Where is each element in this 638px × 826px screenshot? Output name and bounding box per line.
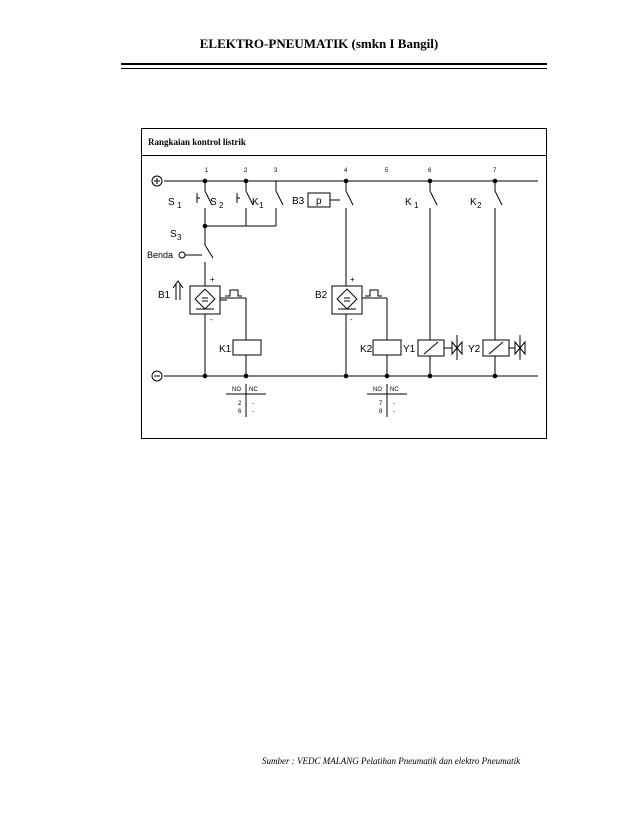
table1-cell: - (252, 409, 254, 415)
column-number: 6 (428, 168, 432, 174)
positive-terminal (151, 175, 163, 187)
switch-s2 (236, 181, 254, 226)
table1-head-nc: NC (249, 387, 258, 393)
solenoid-y1 (417, 335, 463, 376)
table2-cell: 8 (379, 409, 383, 415)
label-b2-minus: - (350, 315, 353, 324)
label-b1-minus: - (210, 315, 213, 324)
sensor-b2 (331, 285, 388, 376)
column-number: 2 (244, 168, 248, 174)
column-number: 3 (274, 168, 278, 174)
switch-s3 (178, 244, 214, 286)
column-number: 5 (385, 168, 389, 174)
diagram-frame (141, 128, 547, 439)
header-rule-thick (121, 63, 547, 65)
table2-cell: 7 (379, 401, 383, 407)
label-k2-sub: 2 (477, 201, 482, 210)
pressure-switch-b3 (307, 181, 354, 286)
label-p: p (316, 196, 322, 207)
label-k1-right: K (405, 197, 412, 208)
contact-k1-hold (275, 181, 284, 226)
sensor-b1 (172, 280, 247, 376)
label-benda: Benda (147, 250, 173, 260)
label-s3: S (170, 229, 177, 240)
label-k1: K (252, 197, 259, 208)
label-b2: B2 (315, 290, 328, 301)
label-k1-coil: K1 (219, 344, 232, 355)
negative-terminal (151, 370, 163, 382)
table1-cell: - (252, 401, 254, 407)
label-k2-coil: K2 (360, 344, 373, 355)
label-s2-sub: 2 (219, 201, 224, 210)
table2-cell: - (393, 401, 395, 407)
label-b3: B3 (292, 196, 305, 207)
column-number: 7 (493, 168, 497, 174)
label-s3-sub: 3 (177, 233, 182, 242)
contact-k2-y2 (494, 181, 503, 340)
junction-dots (202, 178, 498, 379)
solenoid-y2 (482, 335, 526, 376)
page-header-title: ELEKTRO-PNEUMATIK (smkn I Bangil) (199, 36, 439, 51)
label-k1-right-sub: 1 (414, 201, 419, 210)
table1-head-no: NO (232, 387, 241, 393)
label-s1: S (168, 197, 175, 208)
label-s1-sub: 1 (177, 201, 182, 210)
frame-title: Rangkaian kontrol listrik (148, 137, 246, 147)
coil-k2 (372, 339, 402, 356)
contact-k1-y1 (429, 181, 438, 340)
label-k2: K (470, 197, 477, 208)
frame-title-separator (141, 155, 547, 156)
coil-k1 (232, 339, 262, 356)
label-b1: B1 (158, 290, 171, 301)
table2-head-nc: NC (390, 387, 399, 393)
table1-cell: 6 (238, 409, 242, 415)
label-y1: Y1 (403, 344, 416, 355)
header-rule-thin (121, 68, 547, 69)
table2-head-no: NO (373, 387, 382, 393)
table1-cell: 2 (238, 401, 242, 407)
source-caption: Sumber : VEDC MALANG Pelatihan Pneumatik… (262, 756, 521, 766)
label-y2: Y2 (468, 344, 481, 355)
column-number: 1 (205, 168, 209, 174)
label-k1-sub: 1 (259, 201, 264, 210)
table2-cell: - (393, 409, 395, 415)
label-b2-plus: + (350, 275, 355, 284)
column-number: 4 (344, 168, 348, 174)
switch-s1 (196, 181, 213, 245)
label-s2: S (210, 197, 217, 208)
label-b1-plus: + (210, 275, 215, 284)
